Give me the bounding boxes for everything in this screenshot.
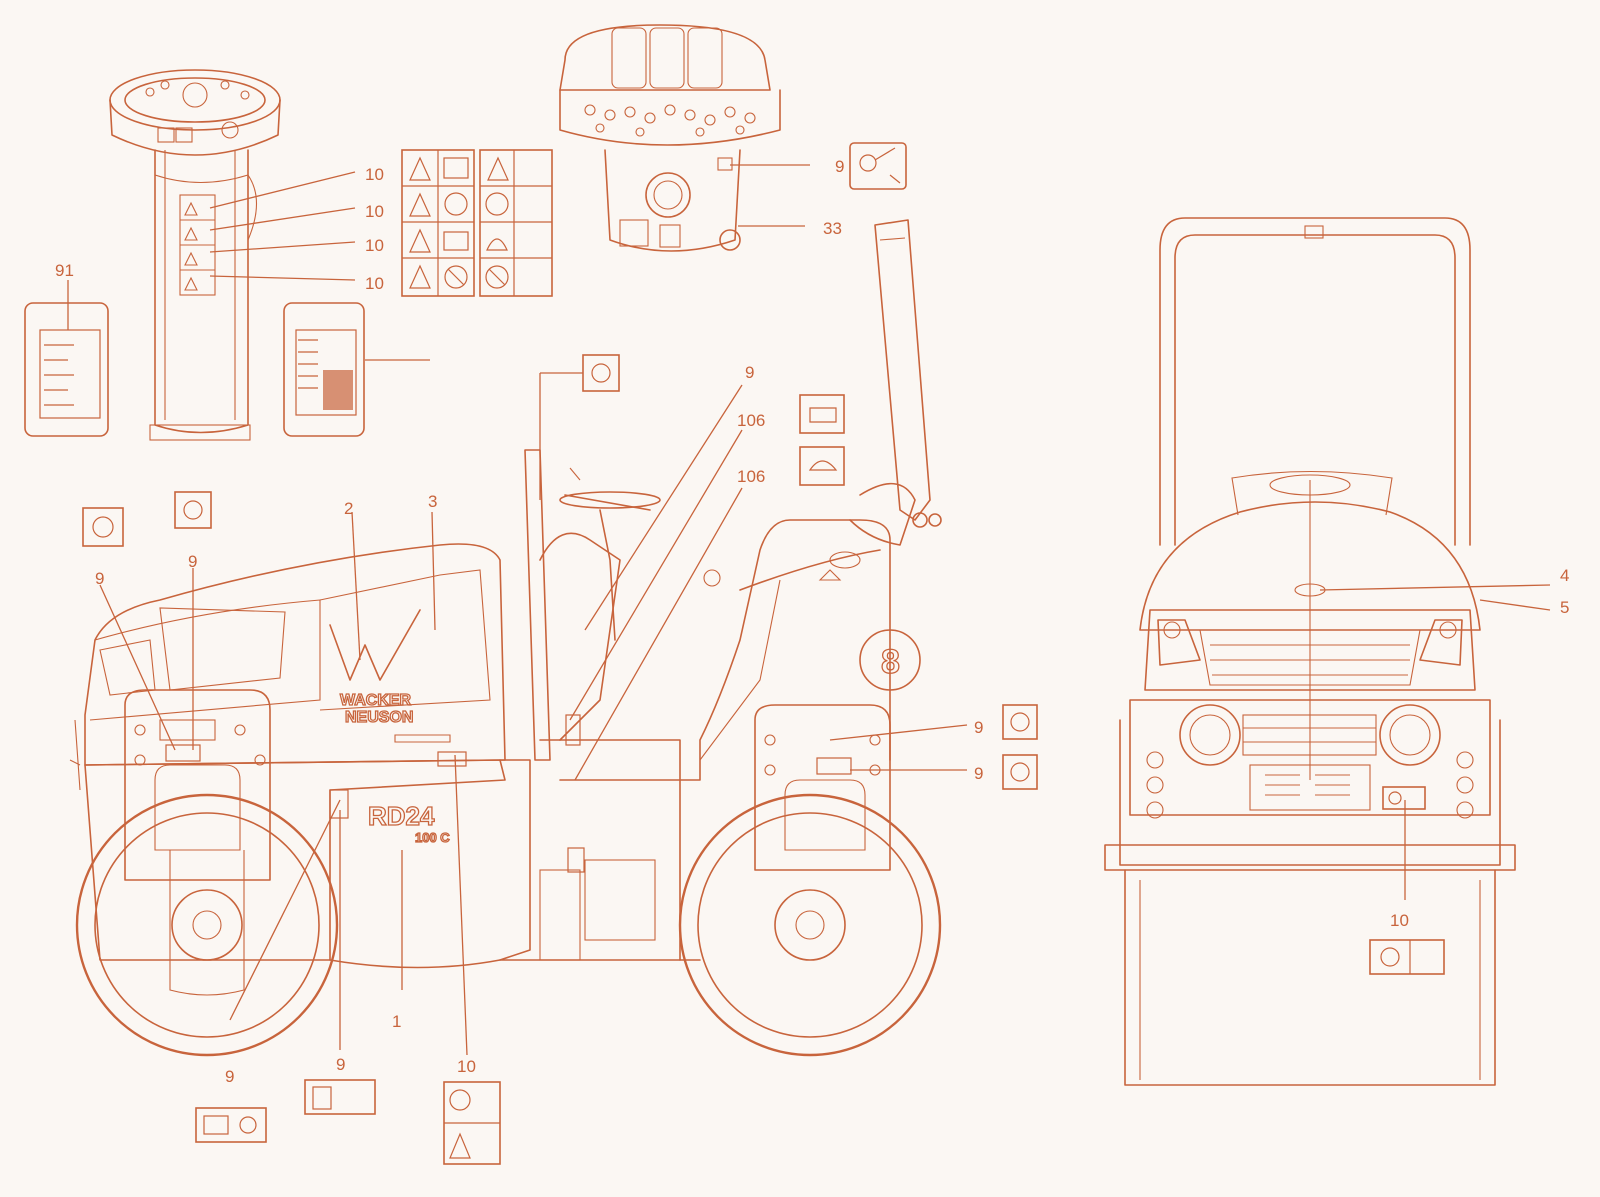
callout-10-d: 10: [365, 274, 384, 293]
roller-side-view: WACKER NEUSON RD24 100 C: [69, 219, 942, 1057]
callout-9-right-2: 9: [974, 764, 983, 783]
callout-106-a: 106: [737, 411, 765, 430]
callout-5: 5: [1560, 598, 1569, 617]
dashboard-illustration: [559, 24, 781, 252]
no-entry-icon: [444, 265, 509, 289]
side-view-decals: [82, 354, 1038, 873]
brand-logo: [329, 609, 421, 681]
callout-9-bottom-2: 9: [225, 1067, 234, 1086]
warning-triangle-icon: [409, 156, 509, 289]
console-leaders: [209, 171, 356, 281]
stop-icon: [449, 1089, 471, 1111]
callout-9-bottom-1: 9: [336, 1055, 345, 1074]
roller-front-view: [1104, 217, 1516, 1086]
oil-can-icon: [1388, 791, 1402, 805]
callout-10-front: 10: [1390, 911, 1409, 930]
fuse-panel-decal-left: [24, 302, 109, 437]
bottom-decals: [195, 1079, 501, 1165]
callout-9-left-1: 9: [95, 569, 104, 588]
front-view-leaders: [1319, 584, 1551, 900]
control-console-illustration: [109, 69, 281, 441]
callout-10-a: 10: [365, 165, 384, 184]
brand-name-line2: NEUSON: [345, 709, 413, 726]
crush-hazard-icon: [443, 231, 469, 251]
callout-33: 33: [823, 219, 842, 238]
ignition-key-icon: [849, 142, 907, 190]
callout-10-c: 10: [365, 236, 384, 255]
callout-10-bottom: 10: [457, 1057, 476, 1076]
callout-10-b: 10: [365, 202, 384, 221]
callout-9-dashboard: 9: [835, 157, 844, 176]
hearing-protection-icon: [444, 192, 468, 216]
manual-book-icon-bottom: [203, 1115, 229, 1135]
callout-9-column: 9: [745, 363, 754, 382]
callout-9-left-2: 9: [188, 552, 197, 571]
brand-name-line1: WACKER: [340, 692, 412, 709]
callout-4: 4: [1560, 566, 1569, 585]
callout-1: 1: [392, 1012, 401, 1031]
drum-number: 8: [881, 643, 900, 681]
callout-2: 2: [344, 499, 353, 518]
model-name: RD24: [368, 801, 435, 831]
model-subname: 100 C: [415, 830, 450, 845]
callout-labels: 10 10 10 10 91 9 33 9 106 106 2 3 9 9 9 …: [55, 157, 1569, 1086]
key-switch-icon: [183, 500, 203, 520]
fuse-panel-decal-right: [283, 302, 365, 437]
callout-91: 91: [55, 261, 74, 280]
fuel-pump-icon: [312, 1086, 332, 1110]
manual-book-icon: [443, 157, 469, 179]
callout-3: 3: [428, 492, 437, 511]
callout-9-right-1: 9: [974, 718, 983, 737]
callout-106-b: 106: [737, 467, 765, 486]
side-view-leaders: [99, 372, 968, 1056]
warning-decal-grid: [401, 149, 553, 297]
